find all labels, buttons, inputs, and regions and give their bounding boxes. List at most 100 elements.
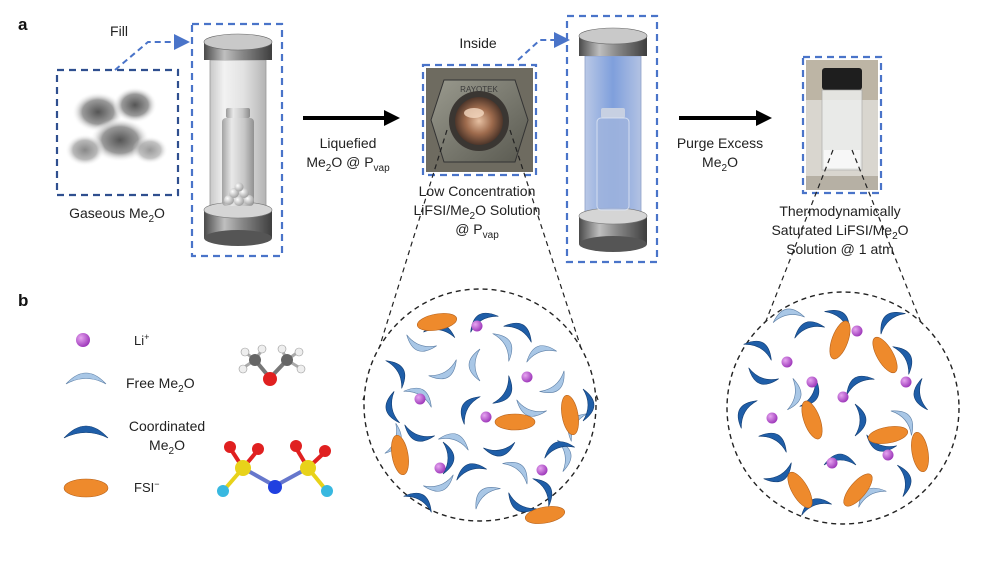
inside-label: Inside <box>459 35 497 51</box>
coordinated-me2o <box>758 432 787 453</box>
legend-li-symbol <box>76 333 90 347</box>
coordinated-me2o <box>442 441 455 475</box>
li-ion <box>766 412 778 424</box>
gaseous-label: Gaseous Me2O <box>69 205 165 225</box>
coordinated-me2o <box>748 367 779 385</box>
li-ion <box>480 411 492 423</box>
free-me2o <box>492 333 513 362</box>
li-ion <box>434 462 446 474</box>
coordinated-me2o <box>492 375 513 404</box>
coordinated-me2o <box>404 424 435 442</box>
fsi-anion <box>801 400 823 440</box>
fsi-anion <box>787 471 813 509</box>
free-me2o <box>468 348 481 382</box>
thermo-label-line1: Thermodynamically <box>779 203 900 219</box>
legend-fsi-label: FSI− <box>134 479 160 495</box>
panel-label-b: b <box>18 291 28 310</box>
free-me2o <box>557 439 572 472</box>
fsi-anion <box>843 473 873 507</box>
purge-label-line2: Me2O <box>702 154 738 174</box>
li-ion <box>521 371 533 383</box>
li-ion <box>900 376 912 388</box>
coordinated-me2o <box>763 462 792 483</box>
final-vial-box <box>801 55 883 195</box>
fsi-anion <box>872 336 898 374</box>
legend-fsi-symbol <box>63 478 109 498</box>
coordinated-me2o <box>456 463 487 481</box>
purge-label-line1: Purge Excess <box>677 135 763 151</box>
gas-cloud-image <box>65 87 168 166</box>
fsi-anion <box>561 394 579 436</box>
coordinated-me2o <box>737 400 758 429</box>
low-concentration-molecules <box>384 312 595 524</box>
coordinated-me2o <box>544 441 575 459</box>
thermo-label-line3: Solution @ 1 atm <box>786 241 894 257</box>
coordinated-me2o <box>508 492 537 513</box>
free-me2o <box>539 370 565 393</box>
li-ion <box>837 391 849 403</box>
legend-free-me2o-symbol <box>65 372 107 385</box>
coordinated-me2o <box>460 396 481 425</box>
pressure-cylinder-2 <box>578 27 648 252</box>
saturated-molecules <box>737 308 929 516</box>
coordinated-me2o <box>799 378 820 407</box>
coordinated-me2o <box>483 442 516 457</box>
cell-photo: RAYOTEK <box>426 68 533 172</box>
li-ion <box>826 457 838 469</box>
coordinated-me2o <box>846 375 875 396</box>
free-me2o <box>890 410 913 436</box>
liquefy-arrowhead <box>384 110 400 126</box>
coordinated-me2o <box>385 391 400 424</box>
free-me2o <box>423 474 454 492</box>
fsi-anion <box>494 413 536 431</box>
cell-photo-box <box>421 63 538 177</box>
fsi-anion <box>524 506 566 524</box>
li-ion <box>471 320 483 332</box>
free-me2o <box>526 345 557 363</box>
legend: Li+ Free Me2O Coordinated Me2O FSI− <box>63 332 205 498</box>
liquefied-label-line2: Me2O @ Pvap <box>306 154 390 174</box>
free-me2o <box>772 308 805 323</box>
free-me2o <box>403 387 432 408</box>
li-ion <box>851 325 863 337</box>
liquefied-label-line1: Liquefied <box>320 135 377 151</box>
free-me2o <box>475 487 501 510</box>
cylinder-1-box <box>190 22 284 258</box>
li-ion <box>806 376 818 388</box>
legend-coordinated-label-line1: Coordinated <box>129 418 205 434</box>
rotor-engraving: RAYOTEK <box>460 85 498 94</box>
me2o-ball-and-stick <box>238 344 306 386</box>
panel-label-a: a <box>18 15 28 34</box>
coordinated-me2o <box>503 322 532 343</box>
gaseous-box <box>55 68 180 197</box>
legend-coordinated-me2o-symbol <box>63 425 109 439</box>
coordinated-me2o <box>582 388 595 422</box>
pressure-cylinder-1 <box>203 33 273 246</box>
low-conc-label-line1: Low Concentration <box>419 183 536 199</box>
li-ion <box>882 449 894 461</box>
fsi-anion <box>391 434 409 476</box>
coordinated-me2o <box>743 340 772 361</box>
fsi-ball-and-stick <box>217 440 333 497</box>
legend-free-me2o-label: Free Me2O <box>126 375 195 395</box>
fsi-anion <box>911 431 929 473</box>
purge-arrowhead <box>756 110 772 126</box>
free-me2o <box>516 399 547 417</box>
free-me2o <box>502 462 528 485</box>
fsi-anion <box>867 426 909 444</box>
final-vial-photo <box>806 60 878 190</box>
thermo-label-line2: Saturated LiFSI/Me2O <box>771 222 908 242</box>
fsi-anion <box>416 313 458 331</box>
coordinated-me2o <box>880 312 906 335</box>
low-conc-label-line2: LiFSI/Me2O Solution <box>414 202 541 222</box>
free-me2o <box>787 378 802 411</box>
free-me2o <box>438 433 469 451</box>
coordinated-me2o <box>794 321 825 339</box>
fill-arrow <box>114 34 190 71</box>
coordinated-me2o <box>385 360 406 389</box>
coordinated-me2o <box>892 346 913 375</box>
fill-label: Fill <box>110 23 128 39</box>
coordinated-me2o <box>403 492 432 513</box>
li-ion <box>781 356 793 368</box>
